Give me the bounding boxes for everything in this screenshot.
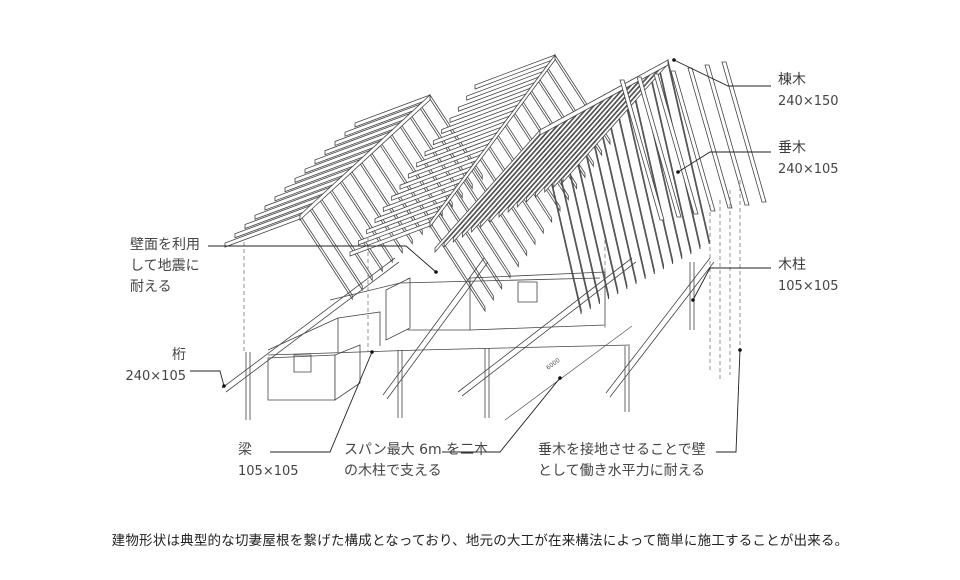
wall-segment xyxy=(337,311,381,352)
post xyxy=(484,348,490,418)
ground-rafter xyxy=(221,257,400,393)
leader-keta xyxy=(190,370,225,387)
leader-dot xyxy=(370,350,374,354)
label-munagi-name: 棟木 xyxy=(778,72,806,88)
leader-dot xyxy=(222,384,226,388)
beam xyxy=(329,277,601,301)
leader-taruki xyxy=(677,151,771,173)
label-keta: 桁 240×105 xyxy=(116,345,186,387)
roof-rafters xyxy=(224,53,767,315)
side-rafter xyxy=(670,70,716,212)
wall-segment xyxy=(385,277,411,341)
label-munagi: 棟木 240×150 xyxy=(778,70,839,112)
side-rafter xyxy=(687,67,733,209)
label-munagi-size: 240×150 xyxy=(778,94,839,109)
side-rafter xyxy=(653,73,699,215)
label-taruki-size: 240×105 xyxy=(778,162,839,177)
post xyxy=(397,350,403,418)
side-rafter xyxy=(704,64,750,206)
window xyxy=(517,281,538,303)
side-rafter xyxy=(619,79,665,221)
leader-dot xyxy=(691,298,695,302)
label-wall-note: 壁面を利用 して地震に 耐える xyxy=(130,235,200,298)
side-rafter xyxy=(721,61,767,203)
label-mokuchu-name: 木柱 xyxy=(778,257,806,273)
leader-dots xyxy=(222,58,742,388)
label-mokuchu-size: 105×105 xyxy=(778,279,839,294)
floor-structure xyxy=(221,257,715,420)
wall-note-line1: 壁面を利用 xyxy=(130,237,200,253)
post xyxy=(689,262,695,330)
span-note-line1: スパン最大 6m を二本 xyxy=(344,442,489,458)
leader-dot xyxy=(434,270,438,274)
wall-segment xyxy=(267,354,336,401)
post xyxy=(245,352,251,420)
window xyxy=(293,354,312,373)
rafter-right-0-0 xyxy=(299,213,353,301)
label-hari-name: 梁 xyxy=(238,442,252,458)
label-mokuchu: 木柱 105×105 xyxy=(778,255,839,297)
leader-span xyxy=(442,377,561,453)
side-rafter xyxy=(636,76,682,218)
label-hari: 梁 105×105 xyxy=(238,440,299,482)
rafter-right-2-9 xyxy=(621,84,664,270)
wall-note-line3: 耐える xyxy=(130,279,172,295)
leader-dot xyxy=(738,348,742,352)
ground-rafter xyxy=(457,257,637,397)
rafter-note-line2: として働き水平力に耐える xyxy=(538,463,706,479)
rafter-right-0-1 xyxy=(309,204,363,292)
wall-note-line2: して地震に xyxy=(130,258,200,274)
span-note-line2: の木柱で支える xyxy=(344,463,442,479)
hidden-lines xyxy=(243,180,741,380)
wall-segment xyxy=(334,344,361,401)
label-rafter-note: 垂木を接地させることで壁 として働き水平力に耐える xyxy=(538,440,706,482)
leader-munagi xyxy=(673,59,771,87)
rafter-note-line1: 垂木を接地させることで壁 xyxy=(538,442,706,458)
leader-wall xyxy=(208,245,437,273)
leader-dot xyxy=(558,376,562,380)
dimension-line: 6000 xyxy=(504,325,633,421)
ridge-beam xyxy=(429,53,556,229)
rafter-right-2-12 xyxy=(649,69,692,255)
wall-segment xyxy=(407,278,471,331)
ground-rafter xyxy=(382,257,489,400)
post xyxy=(624,346,630,412)
caption: 建物形状は典型的な切妻屋根を繋げた構成となっており、地元の大工が在来構法によって… xyxy=(111,533,849,549)
label-taruki: 垂木 240×105 xyxy=(778,138,839,180)
label-keta-name: 桁 xyxy=(172,347,186,363)
beam xyxy=(267,344,631,356)
dimension-line xyxy=(504,325,633,421)
ground-rafter xyxy=(605,257,715,398)
leader-rafter xyxy=(716,349,741,453)
leader-dot xyxy=(672,58,676,62)
label-span-note: スパン最大 6m を二本 の木柱で支える xyxy=(344,440,488,482)
ridge-beam xyxy=(299,94,431,221)
dimension-text: 6000 xyxy=(545,357,562,372)
rafter-right-2-14 xyxy=(667,59,710,245)
rafter-right-0-5 xyxy=(349,167,403,255)
leader-lines xyxy=(190,59,771,453)
leader-hari xyxy=(270,351,373,453)
label-keta-size: 240×105 xyxy=(125,369,186,384)
leader-dot xyxy=(676,170,680,174)
label-taruki-name: 垂木 xyxy=(778,140,806,156)
label-hari-size: 105×105 xyxy=(238,464,299,479)
leader-mokuchu xyxy=(692,267,771,301)
